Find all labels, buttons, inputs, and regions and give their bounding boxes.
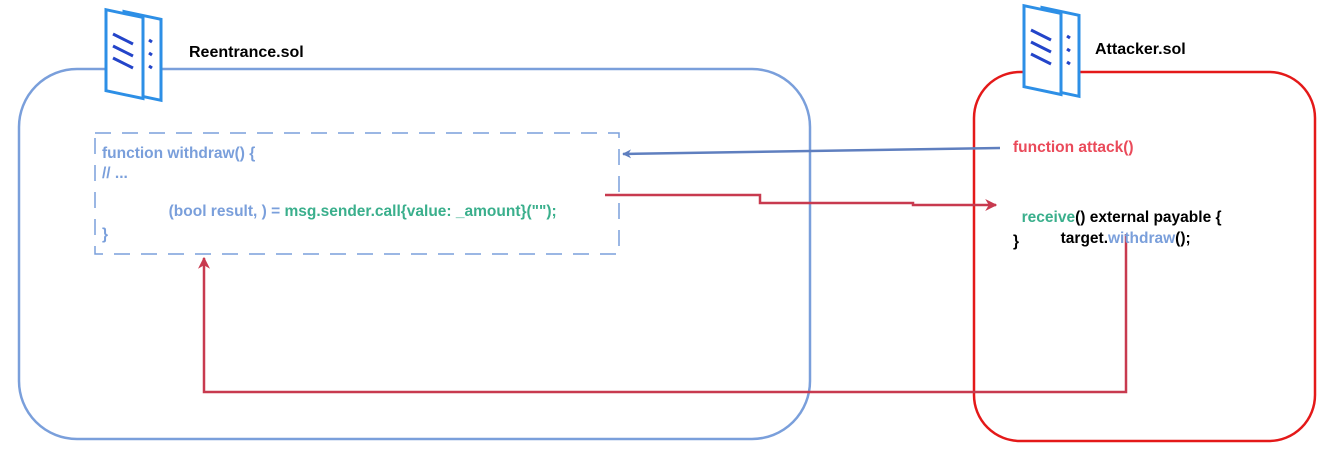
code-line-comment: // ... <box>102 165 128 182</box>
attacker-title: Attacker.sol <box>1095 41 1186 58</box>
document-stack-icon <box>104 7 163 103</box>
code-function-attack: function attack() <box>1013 139 1134 156</box>
code-receive-keyword: receive <box>1021 209 1076 226</box>
code-line-close-brace: } <box>102 226 109 243</box>
code-line-receive-close: } <box>1013 233 1020 250</box>
code-line-call: (bool result, ) = msg.sender.call{value:… <box>160 185 557 221</box>
withdraw-code-box <box>94 132 620 255</box>
reentrance-container <box>17 67 812 441</box>
code-target-suffix: (); <box>1175 230 1191 247</box>
code-msg-sender-call: msg.sender.call{value: _amount}(""); <box>284 203 557 220</box>
code-receive-signature: () external payable { <box>1075 209 1222 226</box>
attacker-container <box>972 70 1317 443</box>
call-to-receive-arrow <box>605 193 998 211</box>
code-target-method: withdraw <box>1108 230 1176 247</box>
document-stack-icon <box>1022 3 1081 99</box>
attack-to-withdraw-arrow <box>622 146 1001 159</box>
code-line-receive: receive() external payable { <box>1013 191 1222 227</box>
reentrance-title: Reentrance.sol <box>189 44 304 61</box>
code-bool-result: (bool result, ) = <box>168 203 285 220</box>
code-line-function-withdraw: function withdraw() { <box>102 145 256 162</box>
reentry-loop-arrow <box>198 234 1128 394</box>
code-target-prefix: target. <box>1060 230 1108 247</box>
code-line-target-withdraw: target.withdraw(); <box>1052 212 1191 248</box>
